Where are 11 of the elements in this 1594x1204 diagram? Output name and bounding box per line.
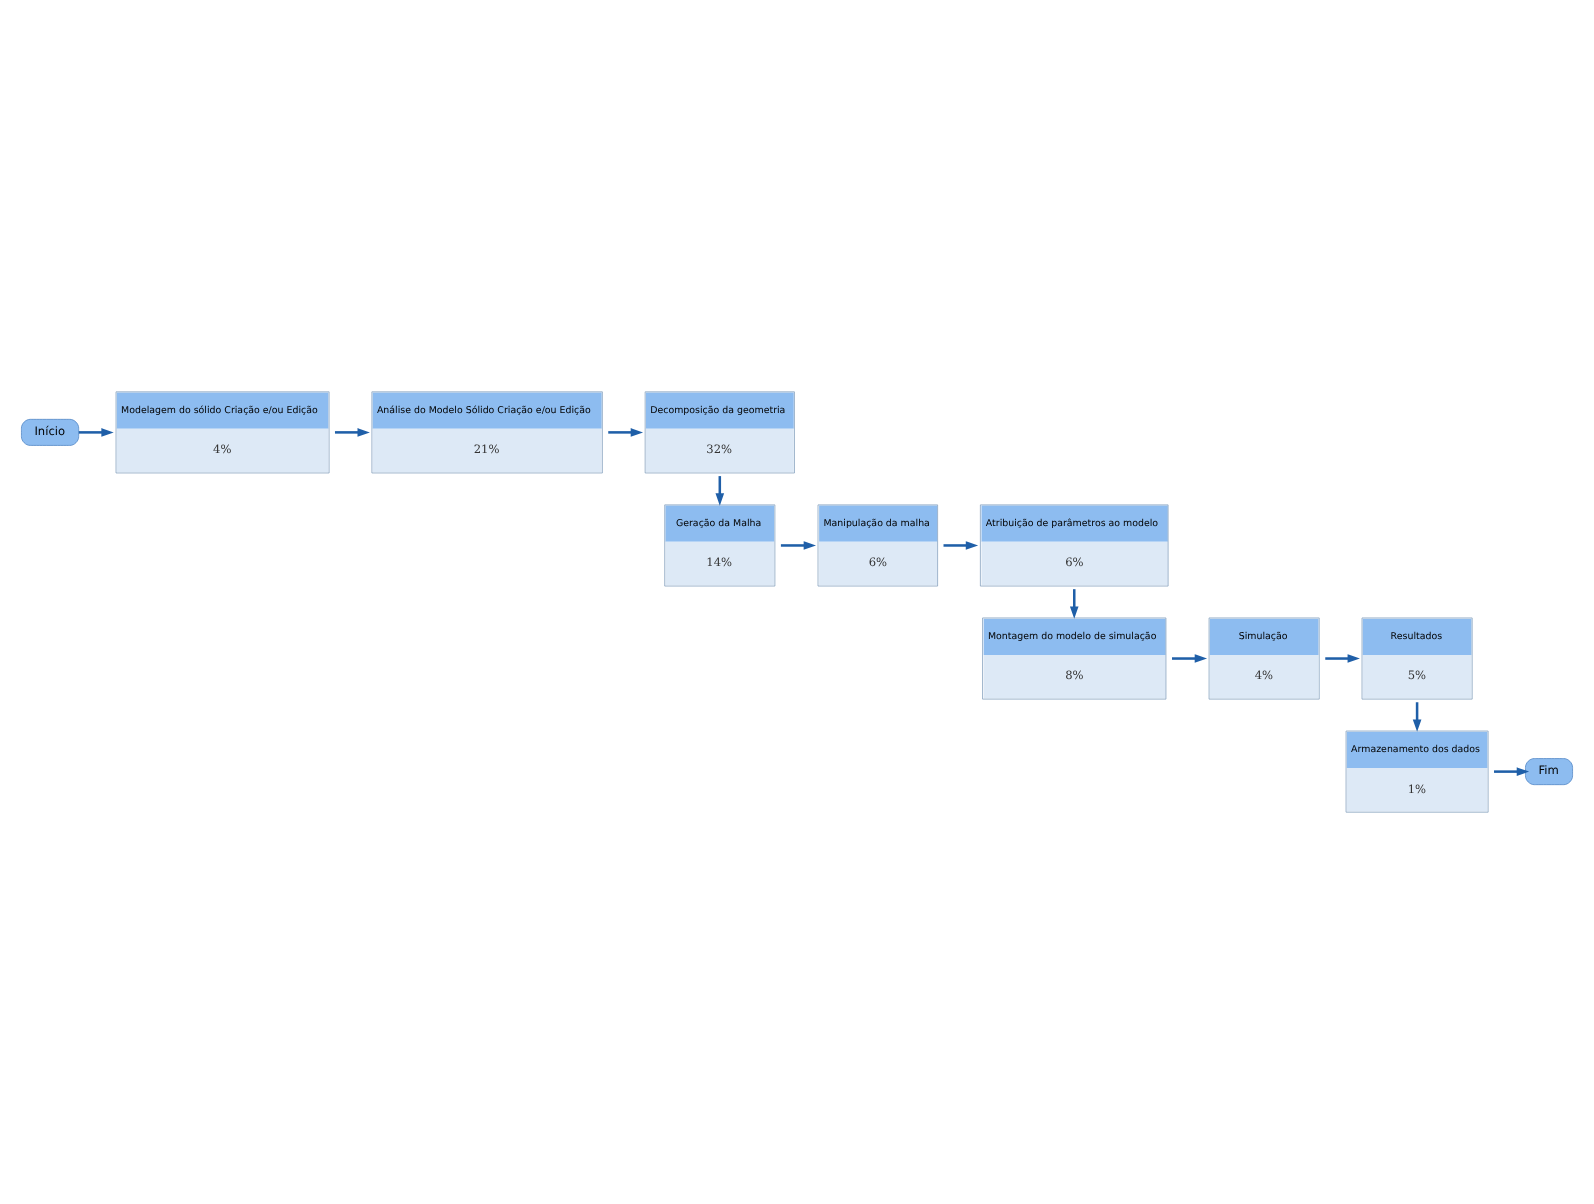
arrow: [1412, 702, 1422, 732]
arrow: [334, 428, 370, 437]
arrow: [1325, 654, 1360, 663]
arrow: [608, 428, 644, 437]
arrow: [715, 476, 725, 506]
arrow: [943, 541, 979, 550]
arrow: [1172, 654, 1208, 663]
arrow: [1069, 589, 1079, 619]
arrow: [780, 541, 816, 550]
arrow: [78, 428, 114, 437]
arrow: [1494, 767, 1530, 776]
